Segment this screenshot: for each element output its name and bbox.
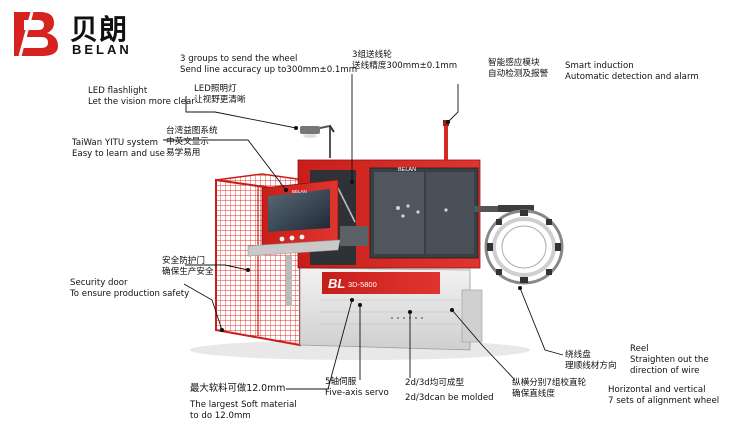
hmi-screen bbox=[268, 189, 330, 232]
panel-brand: BELAN bbox=[292, 189, 307, 194]
callout-smart-induction-en: Smart induction Automatic detection and … bbox=[565, 61, 699, 82]
callout-reel-cn: 绕线盘 理顺线材方向 bbox=[565, 350, 617, 371]
callout-security-door-en: Security door To ensure production safet… bbox=[70, 278, 190, 299]
brand-english-name: BELAN bbox=[72, 42, 132, 57]
housing-brand: BELAN bbox=[398, 167, 416, 173]
callout-soft-material-en: The largest Soft material to do 12.0mm bbox=[190, 400, 297, 421]
callout-smart-induction-cn: 智能感应模块 自动检测及报警 bbox=[488, 58, 549, 79]
callout-alignment-wheel-en: Horizontal and vertical 7 sets of alignm… bbox=[608, 385, 720, 406]
plate-model: 3D-5800 bbox=[348, 280, 377, 289]
plate-logo: BL bbox=[328, 276, 345, 291]
smart-induction-sensor bbox=[443, 120, 449, 162]
belan-logo-mark-icon bbox=[14, 11, 58, 57]
callout-wire-groups-en: 3 groups to send the wheel Send line acc… bbox=[180, 54, 358, 75]
callout-taiwan-system-en: TaiWan YITU system Easy to learn and use bbox=[72, 138, 165, 159]
wire-reel bbox=[474, 205, 564, 285]
control-panel: BELAN bbox=[247, 179, 341, 306]
callout-alignment-wheel-cn: 纵横分别7组校直轮 确保直线度 bbox=[512, 378, 587, 399]
callout-wire-groups-cn: 3组送线轮 送线精度300mm±0.1mm bbox=[352, 50, 458, 71]
model-plate bbox=[322, 272, 440, 294]
callout-soft-material-cn: 最大软料可做12.0mm bbox=[190, 383, 286, 394]
machine-base-cabinet: BL 3D-5800 bbox=[299, 261, 483, 351]
leader-lines bbox=[163, 74, 564, 390]
callout-taiwan-system-cn: 台湾益图系统 中英文显示 易学易用 bbox=[166, 126, 218, 158]
callout-security-door-cn: 安全防护门 确保生产安全 bbox=[162, 256, 214, 277]
callout-reel-en: Reel Straighten out the direction of wir… bbox=[630, 344, 709, 376]
brand-logo: 贝朗 BELAN bbox=[10, 8, 150, 60]
brand-chinese-name: 贝朗 bbox=[70, 13, 129, 46]
callout-five-axis-servo: 5轴伺服 Five-axis servo bbox=[325, 377, 389, 398]
led-lamp bbox=[300, 124, 335, 158]
callout-2d3d-molded: 2d/3d均可成型 2d/3dcan be molded bbox=[405, 378, 494, 403]
callout-led-en: LED flashlight Let the vision more clear bbox=[88, 86, 195, 107]
callout-led-cn: LED照明灯 让视野更清晰 bbox=[194, 84, 246, 105]
